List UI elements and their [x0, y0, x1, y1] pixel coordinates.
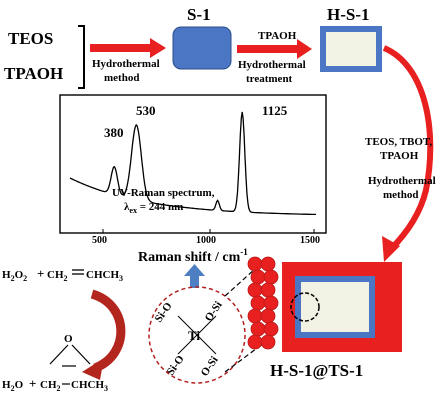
ts1-sphere-5 — [260, 282, 276, 298]
curved-arrow-head — [382, 236, 400, 262]
ts1-sphere-12 — [247, 334, 263, 350]
step2-top: TPAOH — [258, 30, 297, 42]
arrow-to-s1 — [90, 38, 166, 58]
step3-line3: Hydrothermal — [368, 175, 436, 187]
reagent-tpaoh: TPAOH — [4, 64, 63, 83]
peak-label-380: 380 — [104, 125, 124, 140]
ts1-sphere-3 — [263, 269, 279, 285]
bond-bottom-left: Si-O — [165, 353, 187, 378]
raman-spectrum-line — [69, 111, 317, 216]
zoom-circle — [290, 292, 320, 322]
ts1-sphere-9 — [260, 308, 276, 324]
reaction-arrow — [90, 289, 126, 373]
hs1-hollow — [326, 32, 376, 66]
epoxide-ring — [49, 344, 91, 367]
tick-1500: 1500 — [300, 235, 320, 246]
x-axis-label: Raman shift / cm-1 — [138, 247, 248, 265]
hs1-label: H-S-1 — [327, 5, 370, 24]
s1-label: S-1 — [187, 5, 211, 24]
bond-bottom-right: O-Si — [199, 354, 221, 378]
up-arrow-to-spectrum — [184, 264, 205, 288]
step1-line1: Hydrothermal — [92, 58, 160, 70]
step3-line1: TEOS, TBOT, — [365, 136, 432, 148]
ts1-sphere-8 — [247, 308, 263, 324]
spectrum-frame — [59, 94, 327, 234]
plus-sign-2: + — [29, 376, 36, 391]
step2-line1: Hydrothermal — [238, 59, 306, 71]
peak-label-530: 530 — [136, 103, 156, 118]
ts1-sphere-6 — [250, 295, 266, 311]
ti-site-structure — [177, 315, 217, 355]
spectrum-legend-line1: UV-Raman spectrum, — [112, 187, 215, 199]
curved-arrow-to-product — [382, 45, 434, 253]
arrow-to-hs1 — [237, 39, 312, 59]
tick-1000: 1000 — [196, 235, 216, 246]
ts1-sphere-13 — [260, 334, 276, 350]
reaction-arrow-head — [82, 358, 104, 380]
s1-crystal — [172, 26, 232, 70]
ts1-nanoparticles — [247, 256, 279, 350]
tick-500: 500 — [92, 235, 107, 246]
bond-top-left: Si-O — [153, 300, 175, 325]
step3-line2: TPAOH — [380, 150, 419, 162]
ts1-sphere-11 — [263, 321, 279, 337]
ts1-sphere-4 — [247, 282, 263, 298]
ti-site-circle — [148, 286, 246, 384]
ti-center: Ti — [188, 328, 200, 343]
reactant-h2o2: H2O2 — [2, 269, 27, 283]
step3-line4: method — [383, 189, 418, 201]
product-h2o: H2O — [2, 379, 24, 393]
reagent-teos: TEOS — [8, 29, 53, 48]
double-bond — [72, 269, 84, 275]
reagent-bracket — [78, 25, 85, 89]
hollow-interior — [301, 282, 369, 332]
epoxide-oxygen: O — [64, 333, 73, 345]
product-label: H-S-1@TS-1 — [270, 361, 363, 380]
peak-label-1125: 1125 — [262, 103, 288, 118]
spectrum-legend-line2: λex = 244 nm — [124, 201, 183, 215]
reactant-propene-rest: CHCH3 — [86, 269, 123, 283]
ts1-sphere-10 — [250, 321, 266, 337]
bond-top-right: O-Si — [203, 299, 225, 323]
ts1-sphere-0 — [247, 256, 263, 272]
step2-line2: treatment — [246, 73, 293, 85]
ts1-sphere-7 — [263, 295, 279, 311]
product-ch2: CH2 — [40, 379, 61, 393]
step1-line2: method — [104, 72, 139, 84]
ts1-sphere-1 — [260, 256, 276, 272]
ts1-sphere-2 — [250, 269, 266, 285]
plus-sign-1: + — [37, 266, 44, 281]
x-axis-ticks — [102, 229, 315, 233]
reactant-propene-ch2: CH2 — [47, 269, 68, 283]
product-rest: CHCH3 — [71, 379, 108, 393]
